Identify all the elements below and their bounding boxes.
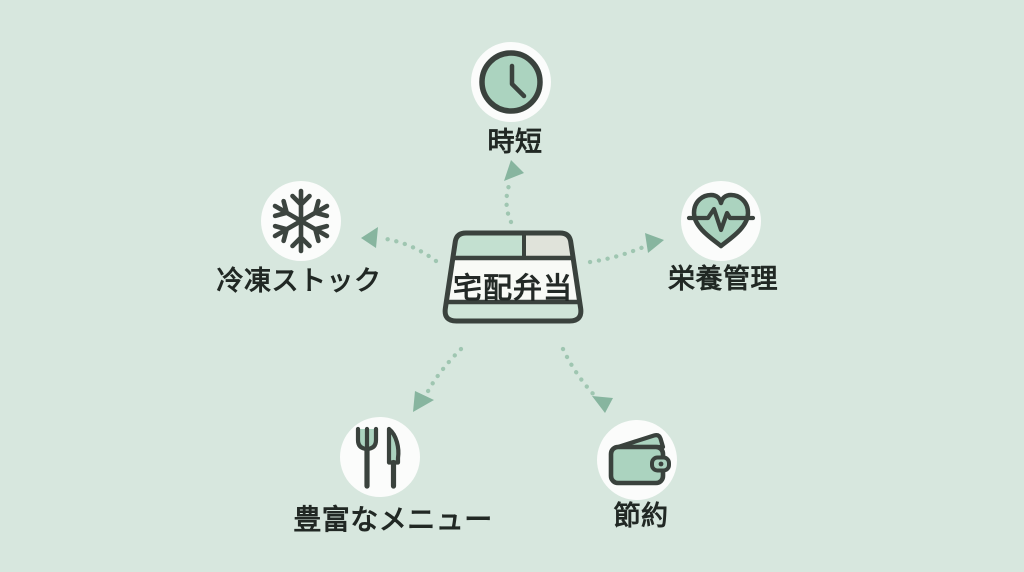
- arrow-to-nutrition: [587, 233, 664, 265]
- arrowhead-left: [361, 227, 378, 248]
- node-label-menu-variety: 豊富なメニュー: [293, 504, 493, 535]
- arrow-to-frozen-stock: [361, 227, 439, 264]
- arrow-to-time-saving: [504, 160, 524, 225]
- node-label-nutrition: 栄養管理: [668, 264, 778, 294]
- wallet-icon: [597, 420, 677, 500]
- center-label: 宅配弁当: [452, 273, 573, 305]
- arrow-to-saving-money: [560, 346, 613, 413]
- node-label-saving-money: 節約: [613, 501, 669, 531]
- node-label-time-saving: 時短: [487, 127, 543, 157]
- snowflake-icon: [261, 181, 341, 261]
- bento-box-icon: [442, 230, 584, 324]
- arrow-to-menu-variety: [413, 346, 464, 412]
- clock-icon: [471, 42, 551, 122]
- node-label-frozen-stock: 冷凍ストック: [216, 266, 382, 296]
- node-time-saving: [471, 42, 551, 122]
- node-menu-variety: [340, 417, 420, 497]
- node-nutrition: [681, 181, 761, 261]
- arrowhead-right: [645, 233, 664, 253]
- arrowhead-up: [504, 160, 524, 181]
- node-frozen-stock: [261, 181, 341, 261]
- fork-knife-icon: [340, 417, 420, 497]
- node-saving-money: [597, 420, 677, 500]
- center-bento: 宅配弁当: [438, 229, 588, 335]
- arrowhead-down-right: [592, 396, 613, 413]
- arrowhead-down-left: [413, 391, 434, 412]
- heart-pulse-icon: [681, 181, 761, 261]
